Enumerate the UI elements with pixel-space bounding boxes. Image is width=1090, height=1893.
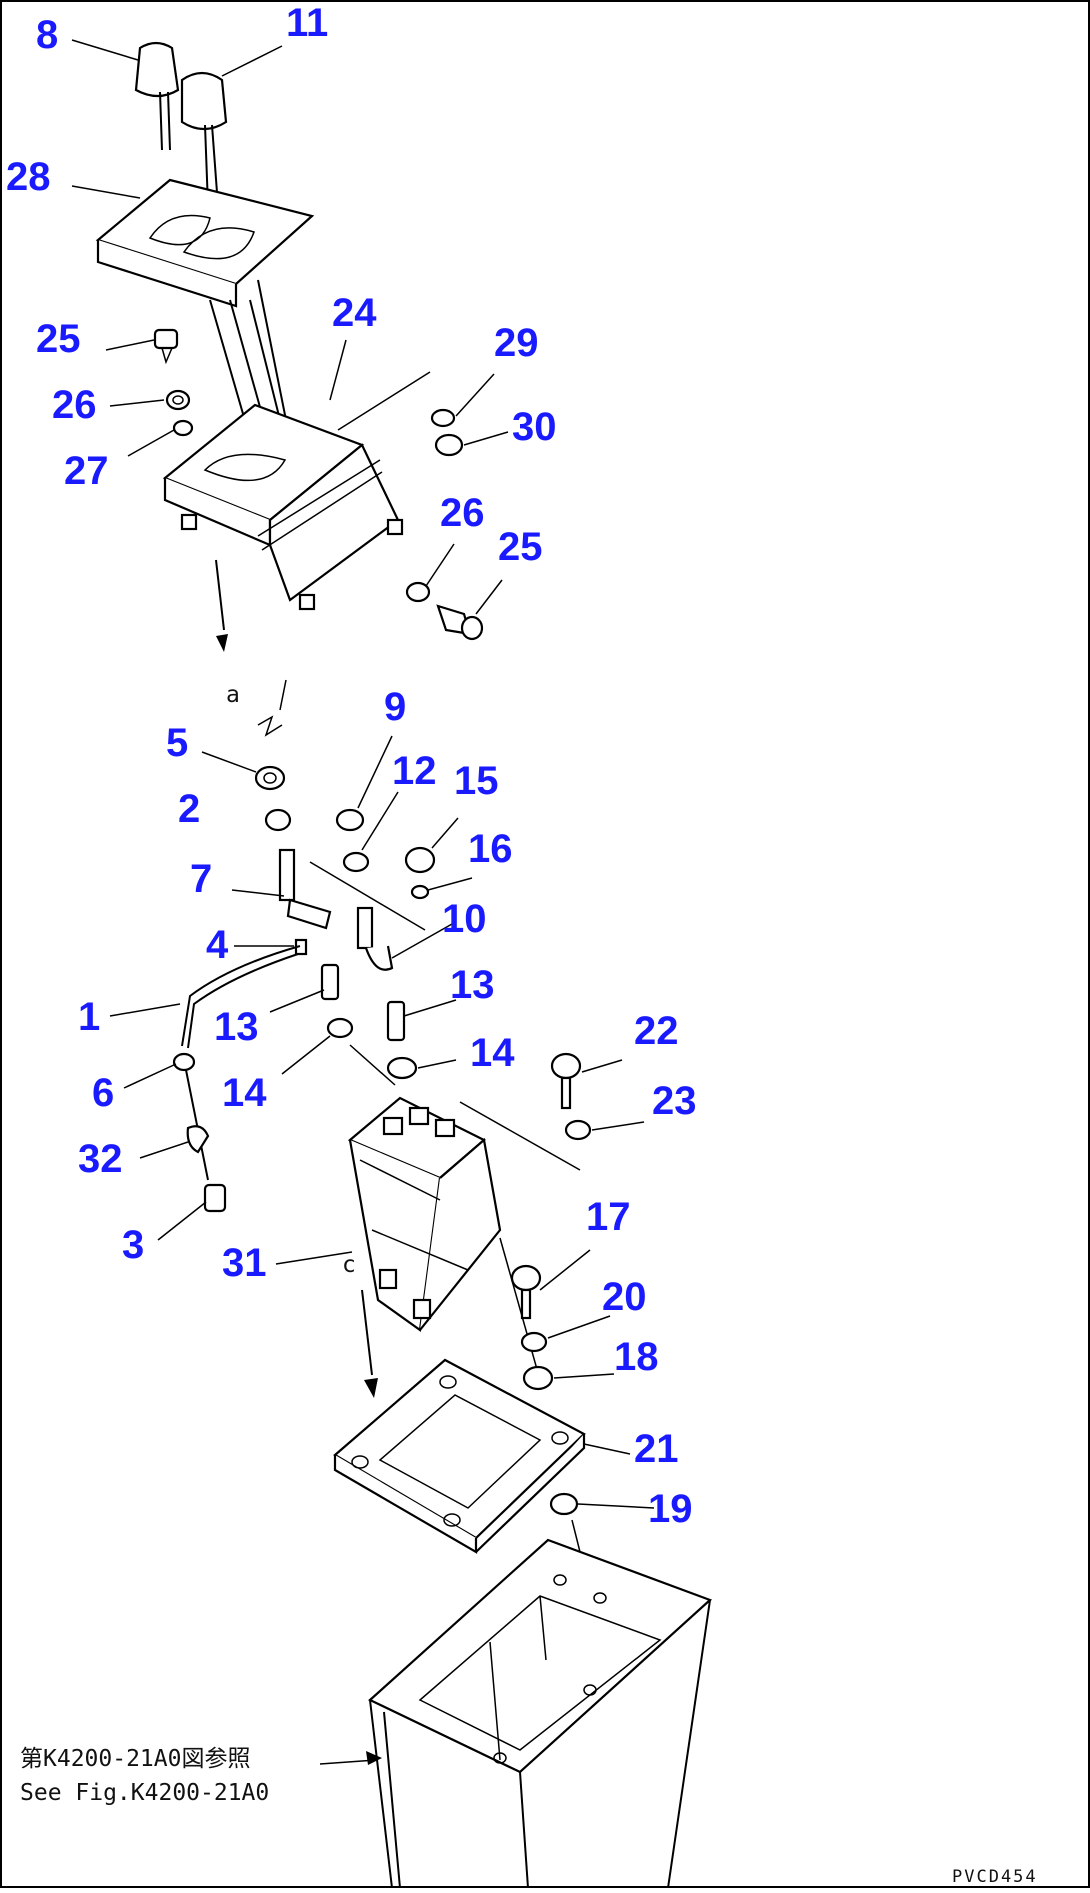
washer-27-left	[172, 419, 194, 437]
callout-30: 30	[512, 405, 557, 449]
callout-32: 32	[78, 1137, 123, 1181]
callout-1: 1	[78, 995, 100, 1039]
callout-13: 13	[214, 1005, 259, 1049]
callout-27: 27	[64, 449, 109, 493]
fitting-3	[203, 1183, 227, 1213]
tube-1	[181, 945, 301, 1181]
clamp-32	[186, 1125, 210, 1154]
nut-5	[254, 765, 286, 791]
callout-23: 23	[652, 1079, 697, 1123]
joint-10	[356, 906, 394, 971]
nut-9	[335, 808, 365, 832]
bolt-25-right	[436, 604, 484, 641]
bolt-17	[510, 1264, 542, 1320]
washer-29	[430, 408, 456, 428]
callout-13: 13	[450, 963, 495, 1007]
callout-3: 3	[122, 1223, 144, 1267]
cap-14-right	[386, 1056, 418, 1080]
cap-14-left	[326, 1017, 354, 1039]
callout-25: 25	[36, 317, 81, 361]
bolt-25-left	[153, 328, 179, 365]
drawing-code: PVCD454	[952, 1867, 1038, 1887]
ring-12	[342, 851, 370, 873]
cover-28	[95, 178, 315, 308]
bolt-22	[550, 1052, 582, 1110]
callout-14: 14	[222, 1071, 267, 1115]
callout-20: 20	[602, 1275, 647, 1319]
callout-9: 9	[384, 685, 406, 729]
callout-10: 10	[442, 897, 487, 941]
callout-31: 31	[222, 1241, 267, 1285]
washer-18	[522, 1365, 554, 1391]
callout-24: 24	[332, 291, 377, 335]
callout-21: 21	[634, 1427, 679, 1471]
callout-29: 29	[494, 321, 539, 365]
washer-20	[520, 1331, 548, 1353]
callout-16: 16	[468, 827, 513, 871]
nut-6	[172, 1052, 196, 1072]
reference-note-jp: 第K4200-21A0図参照	[20, 1746, 250, 1772]
callout-7: 7	[190, 857, 212, 901]
reference-note: 第K4200-21A0図参照 See Fig.K4200-21A0	[20, 1746, 382, 1806]
callout-5: 5	[166, 721, 188, 765]
marker-c: c	[342, 1252, 356, 1278]
callout-2: 2	[178, 787, 200, 831]
callout-11: 11	[286, 1, 328, 45]
callout-6: 6	[92, 1071, 114, 1115]
bracket-24	[162, 403, 404, 611]
nut-19	[549, 1492, 579, 1516]
callout-26: 26	[52, 383, 97, 427]
callout-labels: 8 11 28 25 26 27 24 29 30 26 25 9 5 2 12…	[6, 1, 697, 1531]
lever-knob-8	[134, 41, 180, 151]
valve-31	[347, 1096, 502, 1332]
callout-28: 28	[6, 155, 51, 199]
callout-8: 8	[36, 13, 58, 57]
callout-14: 14	[470, 1031, 515, 1075]
marker-a: a	[226, 682, 240, 708]
cap-15	[404, 846, 436, 874]
nut-30	[434, 433, 464, 457]
joint-7	[278, 848, 332, 930]
washer-16	[410, 884, 430, 900]
washer-26-left	[165, 389, 191, 411]
callout-17: 17	[586, 1195, 631, 1239]
callout-26: 26	[440, 491, 485, 535]
washer-26-right	[405, 581, 431, 603]
callout-25: 25	[498, 525, 543, 569]
console-box	[368, 1538, 713, 1889]
callout-15: 15	[454, 759, 499, 803]
callout-22: 22	[634, 1009, 679, 1053]
washer-23	[564, 1119, 592, 1141]
plunger-13-left	[320, 963, 340, 1001]
ring-2	[264, 808, 292, 832]
plunger-13-right	[386, 1000, 406, 1042]
callout-19: 19	[648, 1487, 693, 1531]
callout-4: 4	[206, 923, 229, 967]
callout-18: 18	[614, 1335, 659, 1379]
callout-12: 12	[392, 749, 437, 793]
plate-21	[333, 1358, 586, 1554]
leader-lines	[71, 39, 655, 1509]
reference-note-en: See Fig.K4200-21A0	[20, 1780, 269, 1806]
